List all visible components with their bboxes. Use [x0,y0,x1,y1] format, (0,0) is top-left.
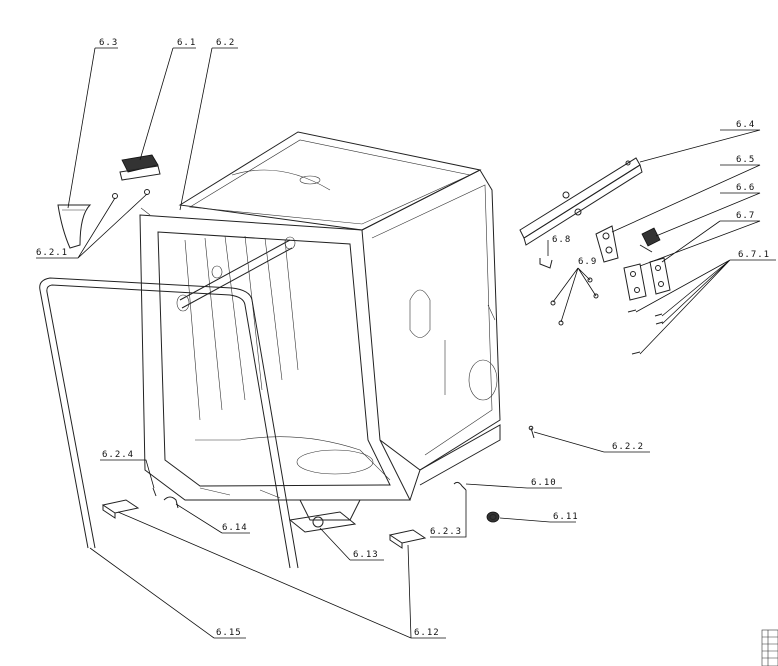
part-labels: 6.3 6.1 6.2 6.2.1 6.4 6.5 6.6 6.7 6.7.1 … [36,38,770,638]
label-6-1: 6.1 [177,38,196,48]
label-6-6: 6.6 [736,183,755,193]
part-6-2-4 [152,487,157,497]
label-6-7: 6.7 [736,211,755,221]
tub-body [139,131,501,521]
part-6-2-2 [528,425,535,439]
label-6-13: 6.13 [353,550,379,560]
label-6-2: 6.2 [216,38,235,48]
part-6-11 [486,511,500,523]
label-6-8: 6.8 [552,235,571,245]
label-6-2-2: 6.2.2 [612,442,644,452]
part-6-4 [519,157,643,246]
leader-lines [36,47,776,639]
part-6-2-1 [112,189,151,216]
part-6-13 [288,511,357,533]
part-6-9 [550,277,599,326]
part-6-6 [639,227,661,253]
part-6-12 [101,499,427,549]
label-6-4: 6.4 [736,120,755,130]
label-6-10: 6.10 [531,478,557,488]
label-6-2-3: 6.2.3 [430,527,462,537]
part-6-5 [595,225,619,263]
part-6-1 [119,154,161,181]
part-6-3 [57,204,92,249]
corner-table [761,629,778,666]
part-6-8 [539,258,553,269]
label-6-5: 6.5 [736,155,755,165]
label-6-11: 6.11 [553,512,579,522]
label-6-2-1: 6.2.1 [36,248,68,258]
part-6-7-1 [627,309,664,355]
label-6-3: 6.3 [99,38,118,48]
part-6-14 [163,496,179,509]
label-6-15: 6.15 [216,628,242,638]
part-6-10 [453,481,467,491]
door-seal [39,277,299,569]
label-6-12: 6.12 [414,628,440,638]
label-6-14: 6.14 [222,523,248,533]
label-6-2-4: 6.2.4 [102,450,134,460]
label-6-9: 6.9 [578,257,597,267]
label-6-7-1: 6.7.1 [738,250,770,260]
part-6-7 [623,257,671,301]
